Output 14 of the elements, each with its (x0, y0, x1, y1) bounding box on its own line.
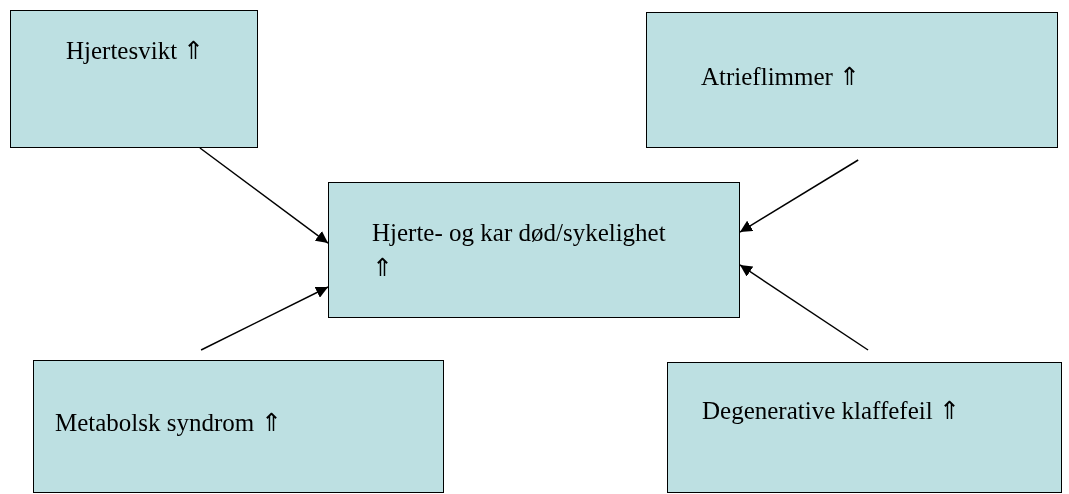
arrow (199, 147, 329, 244)
process-box (667, 362, 1062, 493)
arrow (200, 286, 329, 351)
node-label: Degenerative klaffefeil ⇑ (702, 396, 960, 426)
node-label: Metabolsk syndrom ⇑ (55, 408, 282, 438)
arrow (739, 159, 859, 233)
process-box (10, 10, 258, 148)
node-label: Hjertesvikt ⇑ (66, 36, 205, 66)
node-label: Hjerte- og kar død/sykelighet ⇑ (372, 218, 667, 283)
node-label: Atrieflimmer ⇑ (701, 62, 861, 92)
process-box (328, 182, 740, 318)
arrow (739, 264, 869, 351)
process-box (33, 360, 444, 493)
process-box (646, 12, 1058, 148)
